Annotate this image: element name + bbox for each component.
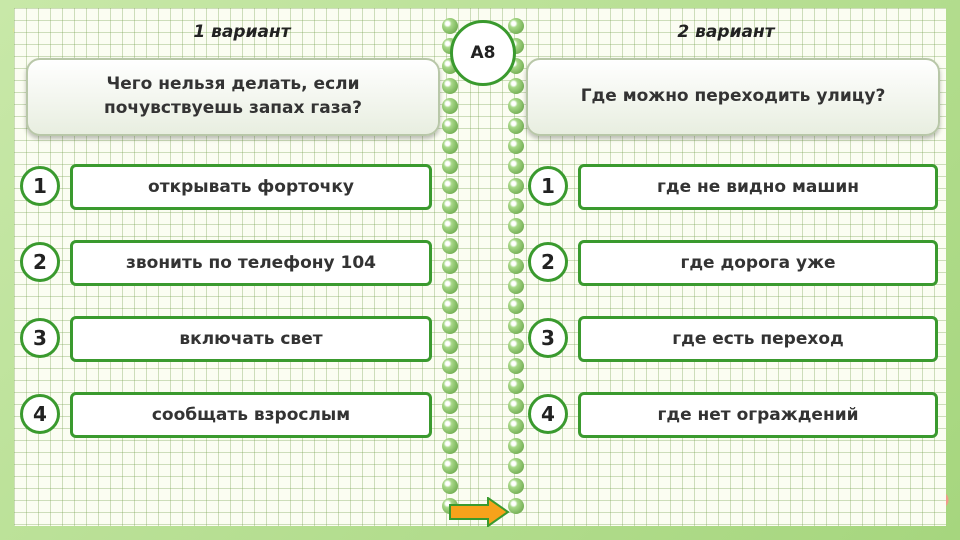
bead-decoration [508,18,524,34]
bead-decoration [442,298,458,314]
bead-decoration [442,358,458,374]
variant-2-answer-4-number: 4 [528,394,568,434]
bead-decoration [508,258,524,274]
bead-decoration [442,418,458,434]
bead-decoration [508,158,524,174]
variant-1-answer-4[interactable]: сообщать взрослым [70,392,432,438]
arrow-right-icon [449,496,510,528]
variant-1-answer-3-number: 3 [20,318,60,358]
bead-decoration [442,138,458,154]
bead-decoration [442,378,458,394]
variant-2-question: Где можно переходить улицу? [526,58,940,136]
bead-decoration [508,478,524,494]
bead-decoration [442,118,458,134]
variant-2-answer-2-number: 2 [528,242,568,282]
bead-decoration [442,318,458,334]
variant-1-answer-4-number: 4 [20,394,60,434]
bead-decoration [508,418,524,434]
bead-decoration [508,498,524,514]
variant-1-label: 1 вариант [193,22,291,42]
variant-2-answer-1-number: 1 [528,166,568,206]
bead-decoration [508,338,524,354]
variant-1-answer-1[interactable]: открывать форточку [70,164,432,210]
bead-decoration [508,218,524,234]
variant-1-answer-3[interactable]: включать свет [70,316,432,362]
bead-decoration [442,178,458,194]
variant-1-answer-2[interactable]: звонить по телефону 104 [70,240,432,286]
bead-decoration [508,238,524,254]
bead-decoration [508,278,524,294]
variant-2-answer-3-number: 3 [528,318,568,358]
bead-decoration [508,138,524,154]
variant-1-question-text: Чего нельзя делать, если почувствуешь за… [104,74,362,118]
variant-2-answer-1[interactable]: где не видно машин [578,164,938,210]
bead-decoration [508,118,524,134]
variant-2-answer-2[interactable]: где дорога уже [578,240,938,286]
bead-decoration [442,338,458,354]
bead-decoration [442,158,458,174]
bead-decoration [442,478,458,494]
bead-decoration [442,98,458,114]
bead-decoration [442,438,458,454]
bead-decoration [442,78,458,94]
bead-decoration [442,18,458,34]
bead-decoration [508,298,524,314]
bead-decoration [442,258,458,274]
variant-2-label: 2 вариант [677,22,775,42]
bead-decoration [508,458,524,474]
left-bead-string [442,18,460,518]
bead-decoration [508,98,524,114]
bead-decoration [508,438,524,454]
bead-decoration [442,398,458,414]
right-bead-string [508,18,526,518]
bead-decoration [508,358,524,374]
bead-decoration [442,198,458,214]
bead-decoration [508,318,524,334]
bead-decoration [442,278,458,294]
bead-decoration [442,458,458,474]
bead-decoration [508,198,524,214]
bead-decoration [508,178,524,194]
bead-decoration [508,78,524,94]
bead-decoration [508,378,524,394]
variant-1-question: Чего нельзя делать, если почувствуешь за… [26,58,440,136]
variant-2-answer-4[interactable]: где нет ограждений [578,392,938,438]
variant-1-answer-1-number: 1 [20,166,60,206]
bead-decoration [442,238,458,254]
bead-decoration [508,398,524,414]
question-number-badge: А8 [450,20,516,86]
bead-decoration [442,218,458,234]
variant-2-question-text: Где можно переходить улицу? [580,86,886,107]
next-slide-button[interactable] [448,496,510,528]
variant-2-answer-3[interactable]: где есть переход [578,316,938,362]
variant-1-answer-2-number: 2 [20,242,60,282]
